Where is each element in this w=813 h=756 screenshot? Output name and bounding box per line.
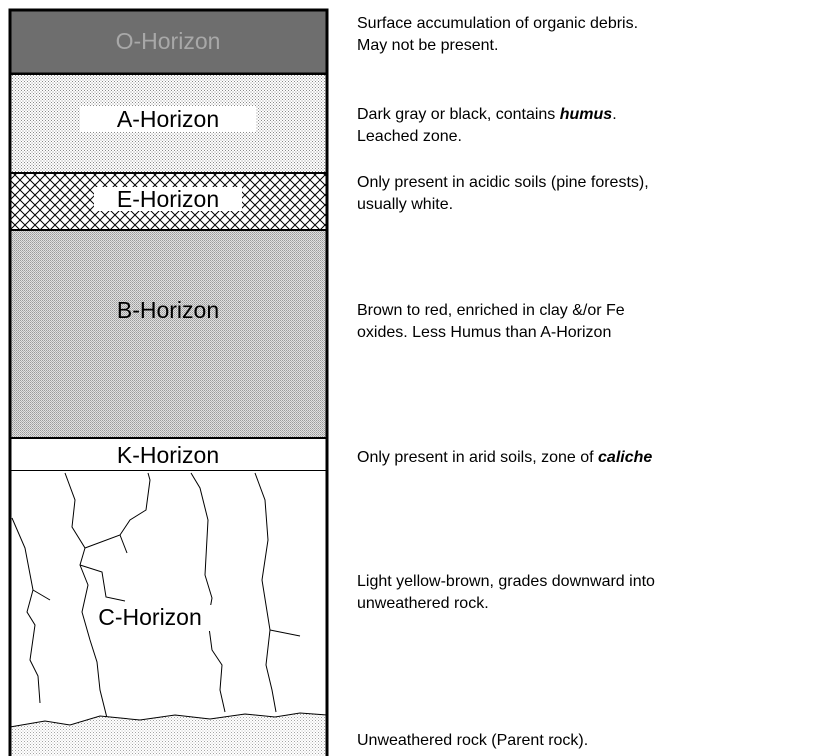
k-horizon-layer: K-Horizon: [10, 438, 327, 471]
description-line: Only present in arid soils, zone of cali…: [357, 447, 652, 469]
caliche-term: caliche: [598, 449, 652, 466]
description-line: Light yellow-brown, grades downward into: [357, 571, 655, 593]
description-line: Only present in acidic soils (pine fores…: [357, 172, 649, 194]
b-horizon-layer: B-Horizon: [10, 230, 327, 438]
description-line: May not be present.: [357, 35, 638, 57]
bedrock-description: Unweathered rock (Parent rock).: [357, 730, 588, 752]
description-line: Brown to red, enriched in clay &/or Fe: [357, 300, 625, 322]
e-horizon-layer: E-Horizon: [10, 173, 327, 230]
description-line: oxides. Less Humus than A-Horizon: [357, 322, 625, 344]
b-horizon-fill: [10, 230, 327, 438]
c-horizon-description: Light yellow-brown, grades downward into…: [357, 571, 655, 615]
a-horizon-label: A-Horizon: [117, 106, 219, 132]
description-line: usually white.: [357, 194, 649, 216]
b-horizon-description: Brown to red, enriched in clay &/or Fe o…: [357, 300, 625, 344]
e-horizon-label: E-Horizon: [117, 186, 219, 212]
c-horizon-layer: C-Horizon: [10, 471, 327, 723]
humus-term: humus: [560, 106, 612, 123]
k-horizon-description: Only present in arid soils, zone of cali…: [357, 447, 652, 469]
c-horizon-fill: [10, 471, 327, 723]
e-horizon-description: Only present in acidic soils (pine fores…: [357, 172, 649, 216]
description-line: Unweathered rock (Parent rock).: [357, 730, 588, 752]
a-horizon-description: Dark gray or black, contains humus. Leac…: [357, 104, 617, 148]
o-horizon-label: O-Horizon: [116, 28, 221, 54]
o-horizon-layer: O-Horizon: [10, 10, 327, 74]
b-horizon-label: B-Horizon: [117, 297, 219, 323]
description-line: Dark gray or black, contains humus.: [357, 104, 617, 126]
k-horizon-label: K-Horizon: [117, 442, 219, 468]
o-horizon-description: Surface accumulation of organic debris. …: [357, 13, 638, 57]
description-line: Surface accumulation of organic debris.: [357, 13, 638, 35]
c-horizon-label: C-Horizon: [98, 604, 202, 630]
description-line: Leached zone.: [357, 126, 617, 148]
a-horizon-layer: A-Horizon: [10, 74, 327, 173]
description-line: unweathered rock.: [357, 593, 655, 615]
